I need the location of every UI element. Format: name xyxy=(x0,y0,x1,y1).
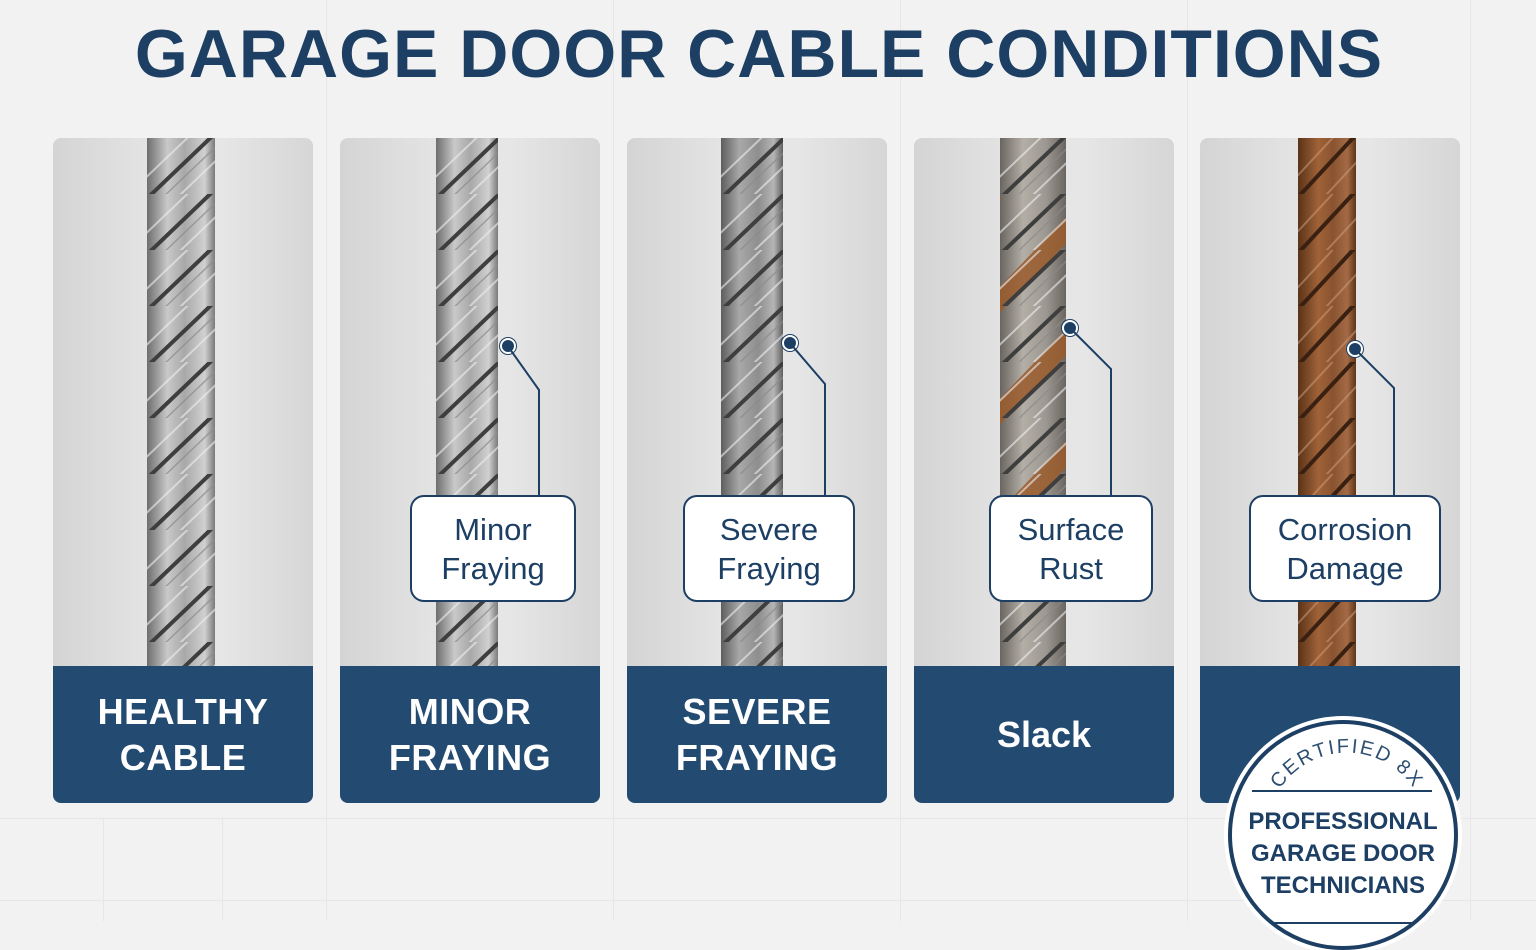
callout-line1: Severe xyxy=(719,511,819,547)
grid-line xyxy=(1470,0,1471,921)
grid-line xyxy=(900,0,901,921)
callout-line1: Corrosion xyxy=(1277,511,1413,547)
callout-connector xyxy=(788,341,826,496)
callout-severe-fraying: Severe Fraying xyxy=(683,495,855,602)
callout-corrosion-damage: Corrosion Damage xyxy=(1249,495,1441,602)
callout-line1: Minor xyxy=(454,511,532,547)
callout-surface-rust: Surface Rust xyxy=(989,495,1153,602)
cable-image-steel xyxy=(147,138,215,666)
badge-line3: TECHNICIANS xyxy=(1260,872,1425,899)
grid-line xyxy=(613,0,614,921)
badge-divider xyxy=(1272,922,1412,924)
callout-line2: Fraying xyxy=(717,550,821,586)
badge-arc-text: CERTIFIED 8X xyxy=(1266,735,1428,792)
label-line2: CABLE xyxy=(119,736,247,778)
grid-line xyxy=(1187,0,1188,921)
callout-line2: Fraying xyxy=(441,550,545,586)
grid-line xyxy=(0,818,1536,819)
callout-line2: Damage xyxy=(1286,550,1404,586)
certification-badge: CERTIFIED 8X PROFESSIONAL GARAGE DOOR TE… xyxy=(1228,720,1458,950)
grid-line xyxy=(0,900,1536,901)
callout-line2: Rust xyxy=(1039,550,1103,586)
callout-connector xyxy=(506,344,540,496)
callout-line1: Surface xyxy=(1017,511,1125,547)
badge-title: PROFESSIONAL GARAGE DOOR TECHNICIANS xyxy=(1232,806,1454,902)
callout-connector xyxy=(1353,347,1395,497)
page-title: GARAGE DOOR CABLE CONDITIONS xyxy=(134,16,1384,92)
grid-line xyxy=(222,818,223,921)
panel-surface-rust: Surface Rust Slack xyxy=(914,138,1174,803)
label-line2: FRAYING xyxy=(388,736,552,778)
label-line1: HEALTHY xyxy=(97,690,269,732)
badge-divider xyxy=(1252,790,1432,792)
label-line1: SEVERE xyxy=(682,690,832,732)
grid-line xyxy=(103,818,104,921)
label-bar-slack: Slack xyxy=(914,666,1174,803)
badge-line2: GARAGE DOOR xyxy=(1250,840,1435,867)
callout-minor-fraying: Minor Fraying xyxy=(410,495,576,602)
grid-line xyxy=(326,0,327,921)
panel-corrosion-damage: Corrosion Damage xyxy=(1200,138,1460,803)
badge-line1: PROFESSIONAL xyxy=(1248,808,1438,835)
svg-text:CERTIFIED 8X: CERTIFIED 8X xyxy=(1266,735,1428,792)
callout-connector xyxy=(1068,326,1112,496)
label-line2: FRAYING xyxy=(675,736,839,778)
label-line1: Slack xyxy=(996,713,1092,755)
label-line1: MINOR xyxy=(408,690,532,732)
